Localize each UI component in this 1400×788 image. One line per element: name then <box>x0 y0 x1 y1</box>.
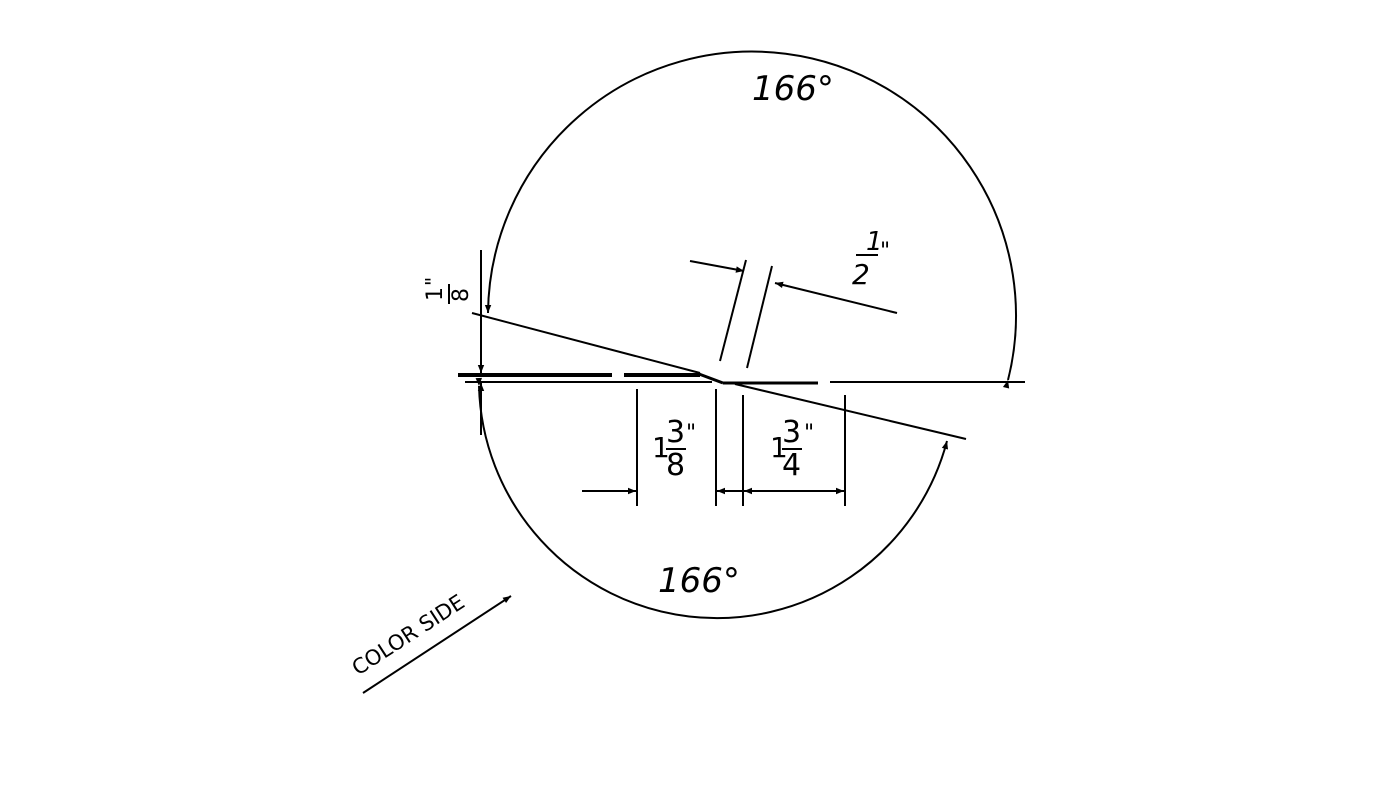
svg-text:1: 1 <box>423 287 448 301</box>
right-flat-label: 1 3 4 " <box>770 415 814 483</box>
svg-text:2: 2 <box>852 258 870 291</box>
svg-text:3: 3 <box>782 415 801 450</box>
bottom-angle-arc <box>475 377 949 620</box>
svg-text:": " <box>421 277 445 286</box>
svg-text:4: 4 <box>782 448 801 483</box>
offset-dim-arrow-b <box>774 281 898 314</box>
svg-text:": " <box>804 421 814 446</box>
svg-text:": " <box>880 239 890 264</box>
svg-text:8: 8 <box>449 288 474 302</box>
svg-text:1: 1 <box>866 227 883 257</box>
svg-text:3: 3 <box>666 415 685 450</box>
top-angle-arc <box>484 50 1017 389</box>
svg-text:8: 8 <box>666 448 685 483</box>
bottom-angle-label: 166° <box>658 561 740 601</box>
top-angle-label: 166° <box>752 69 834 109</box>
offset-ext-line-b <box>746 265 773 369</box>
svg-text:": " <box>686 421 696 446</box>
svg-text:1: 1 <box>770 431 788 464</box>
upper-slanted-leg <box>471 312 701 374</box>
svg-text:1: 1 <box>652 431 670 464</box>
offset-dim-arrow-a <box>689 260 745 273</box>
color-side-arrow <box>362 595 512 694</box>
offset-label: 1 2 " <box>852 227 890 291</box>
offset-ext-line-a <box>719 259 747 362</box>
left-flat-label: 1 3 8 " <box>652 415 696 483</box>
hem-depth-label: 1 8 " <box>421 277 474 304</box>
